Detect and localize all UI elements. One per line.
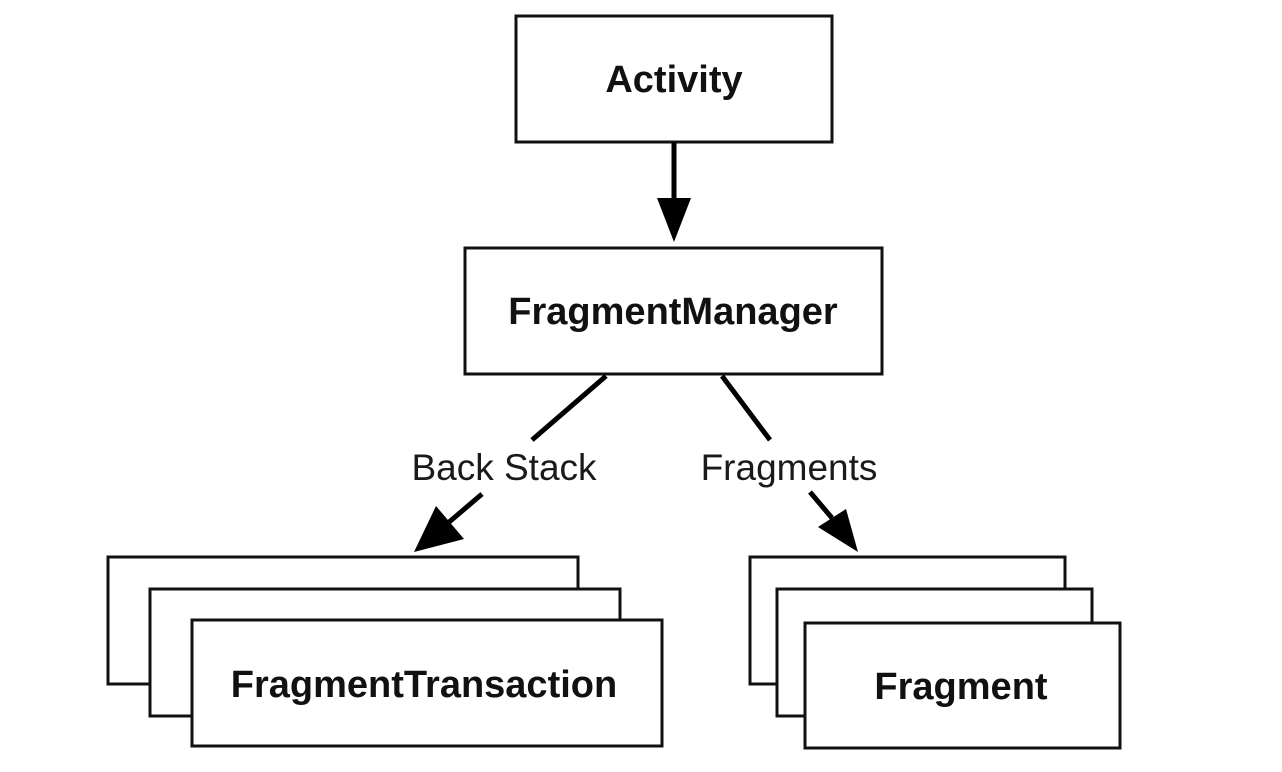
fragment-transaction-label: FragmentTransaction <box>231 664 617 706</box>
fragment-manager-node: FragmentManager <box>463 246 884 376</box>
arrow-activity-to-fragment-manager <box>657 142 691 242</box>
fragments-label: Fragments <box>701 447 878 488</box>
back-stack-label: Back Stack <box>411 447 597 488</box>
fragment-card-front <box>803 621 1122 750</box>
arrow-fragment-manager-to-back-stack <box>414 374 608 552</box>
fragment-manager-label: FragmentManager <box>508 291 838 333</box>
fragment-stack: Fragment <box>748 555 1122 750</box>
fragment-label: Fragment <box>874 666 1047 708</box>
arrow-fragment-manager-to-fragments <box>720 374 858 552</box>
fragment-transaction-stack: FragmentTransaction <box>106 555 664 748</box>
activity-node: Activity <box>514 14 834 144</box>
fragment-transaction-card-front <box>190 618 664 748</box>
activity-label: Activity <box>605 59 742 101</box>
